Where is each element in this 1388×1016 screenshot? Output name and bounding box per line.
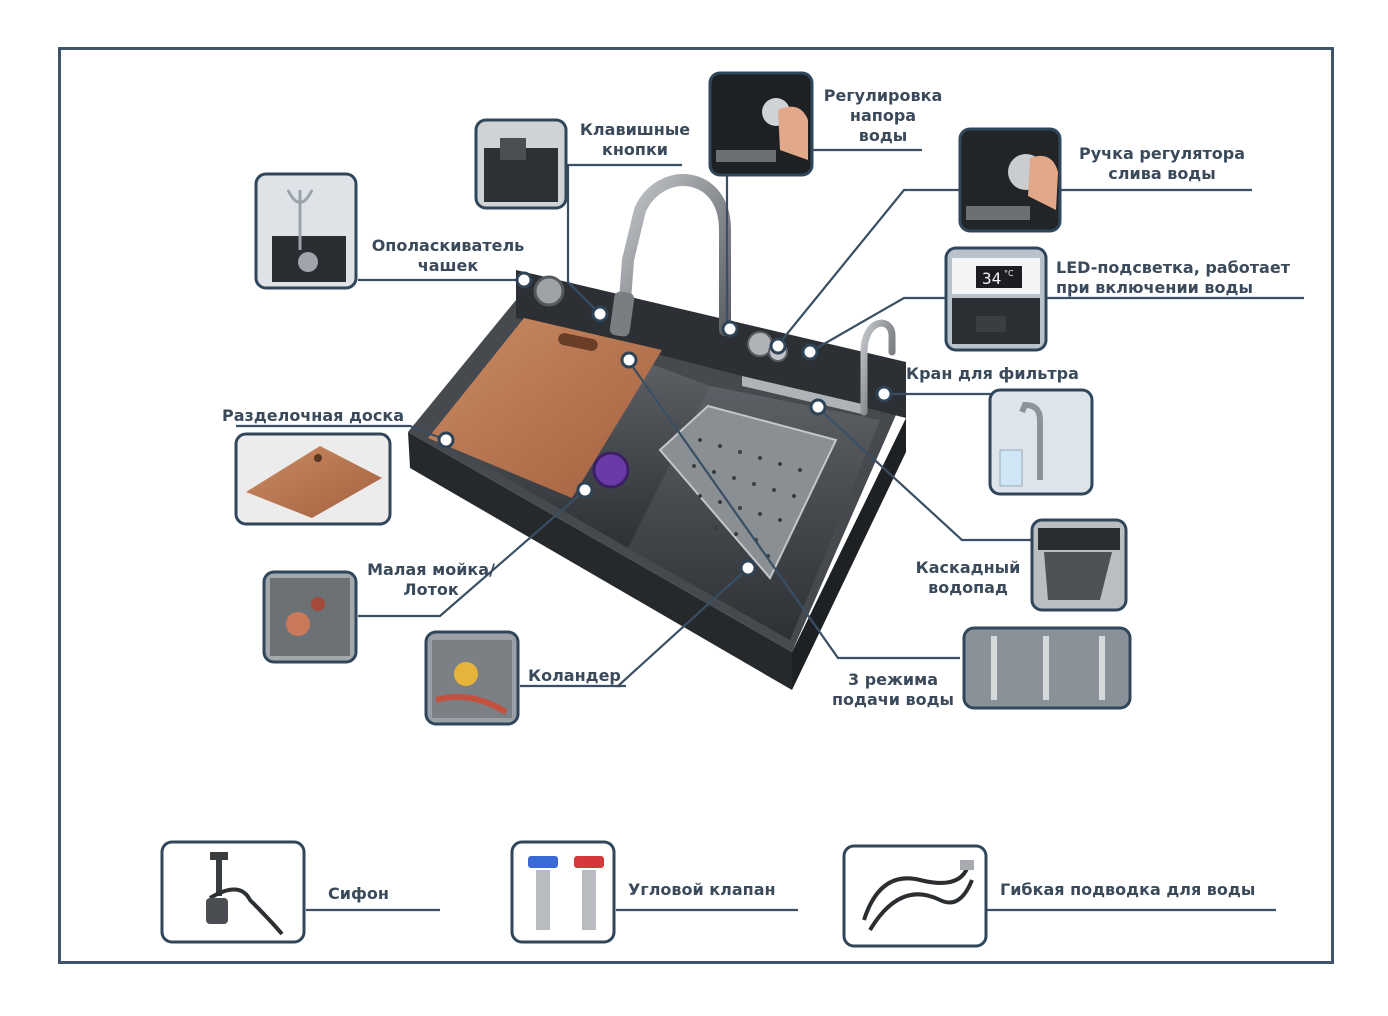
label-key-buttons: Клавишные кнопки: [579, 120, 691, 159]
thumbnails: 34 °C: [160, 71, 1132, 948]
cutting-board: [428, 318, 662, 498]
label-siphon: Сифон: [328, 884, 389, 903]
label-filter-faucet: Кран для фильтра: [906, 364, 1079, 383]
label-led-light: LED-подсветка, работает при включении во…: [1056, 258, 1290, 297]
small-sink-thumbnail: [262, 570, 358, 664]
label-drain-knob: Ручка регулятора слива воды: [1079, 144, 1245, 183]
main-faucet: [619, 174, 731, 336]
filter-faucet-thumbnail: [988, 388, 1094, 496]
led-display-temp: 34: [982, 269, 1001, 288]
diagram-frame: [58, 47, 1334, 964]
siphon-thumbnail: [160, 840, 306, 944]
key-buttons-thumbnail: [474, 118, 568, 210]
cup-rinser-thumbnail: [254, 172, 358, 290]
cup-rinser: [533, 275, 565, 307]
label-water-modes: 3 режима подачи воды: [831, 670, 955, 709]
label-cutting-board: Разделочная доска: [222, 406, 405, 425]
label-small-sink: Малая мойка/ Лоток: [367, 560, 495, 599]
callout-dots: [437, 271, 893, 577]
sink-front-left-side: [408, 432, 792, 690]
sink-front-right-side: [792, 418, 906, 690]
drain-knob-thumbnail: [958, 127, 1062, 233]
label-cup-rinser: Ополаскиватель чашек: [371, 236, 525, 275]
label-cascade-waterfall: Каскадный водопад: [915, 558, 1021, 597]
colander-thumbnail: [424, 630, 520, 726]
pressure-control-thumbnail: [708, 71, 814, 177]
cutting-board-thumbnail: [234, 432, 392, 526]
led-light-thumbnail: 34 °C: [944, 246, 1048, 352]
angle-valve-thumbnail: [510, 840, 616, 944]
label-colander: Коландер: [528, 666, 621, 685]
faucet-spout-head: [609, 291, 635, 337]
filter-faucet: [860, 319, 896, 416]
label-pressure-control: Регулировка напора воды: [823, 86, 943, 145]
label-angle-valve: Угловой клапан: [628, 880, 776, 899]
water-modes-thumbnail: [962, 626, 1132, 710]
cascade-waterfall-thumbnail: [1030, 518, 1128, 612]
label-flex-hose: Гибкая подводка для воды: [1000, 880, 1256, 899]
cutting-board-handle: [558, 333, 598, 351]
callout-lines: [236, 148, 1304, 912]
waterfall-slot: [742, 376, 862, 414]
small-sink-drain: [592, 451, 630, 489]
flex-hose-thumbnail: [842, 844, 988, 948]
colander-basket: [658, 404, 838, 580]
led-display-unit: °C: [1004, 269, 1014, 278]
